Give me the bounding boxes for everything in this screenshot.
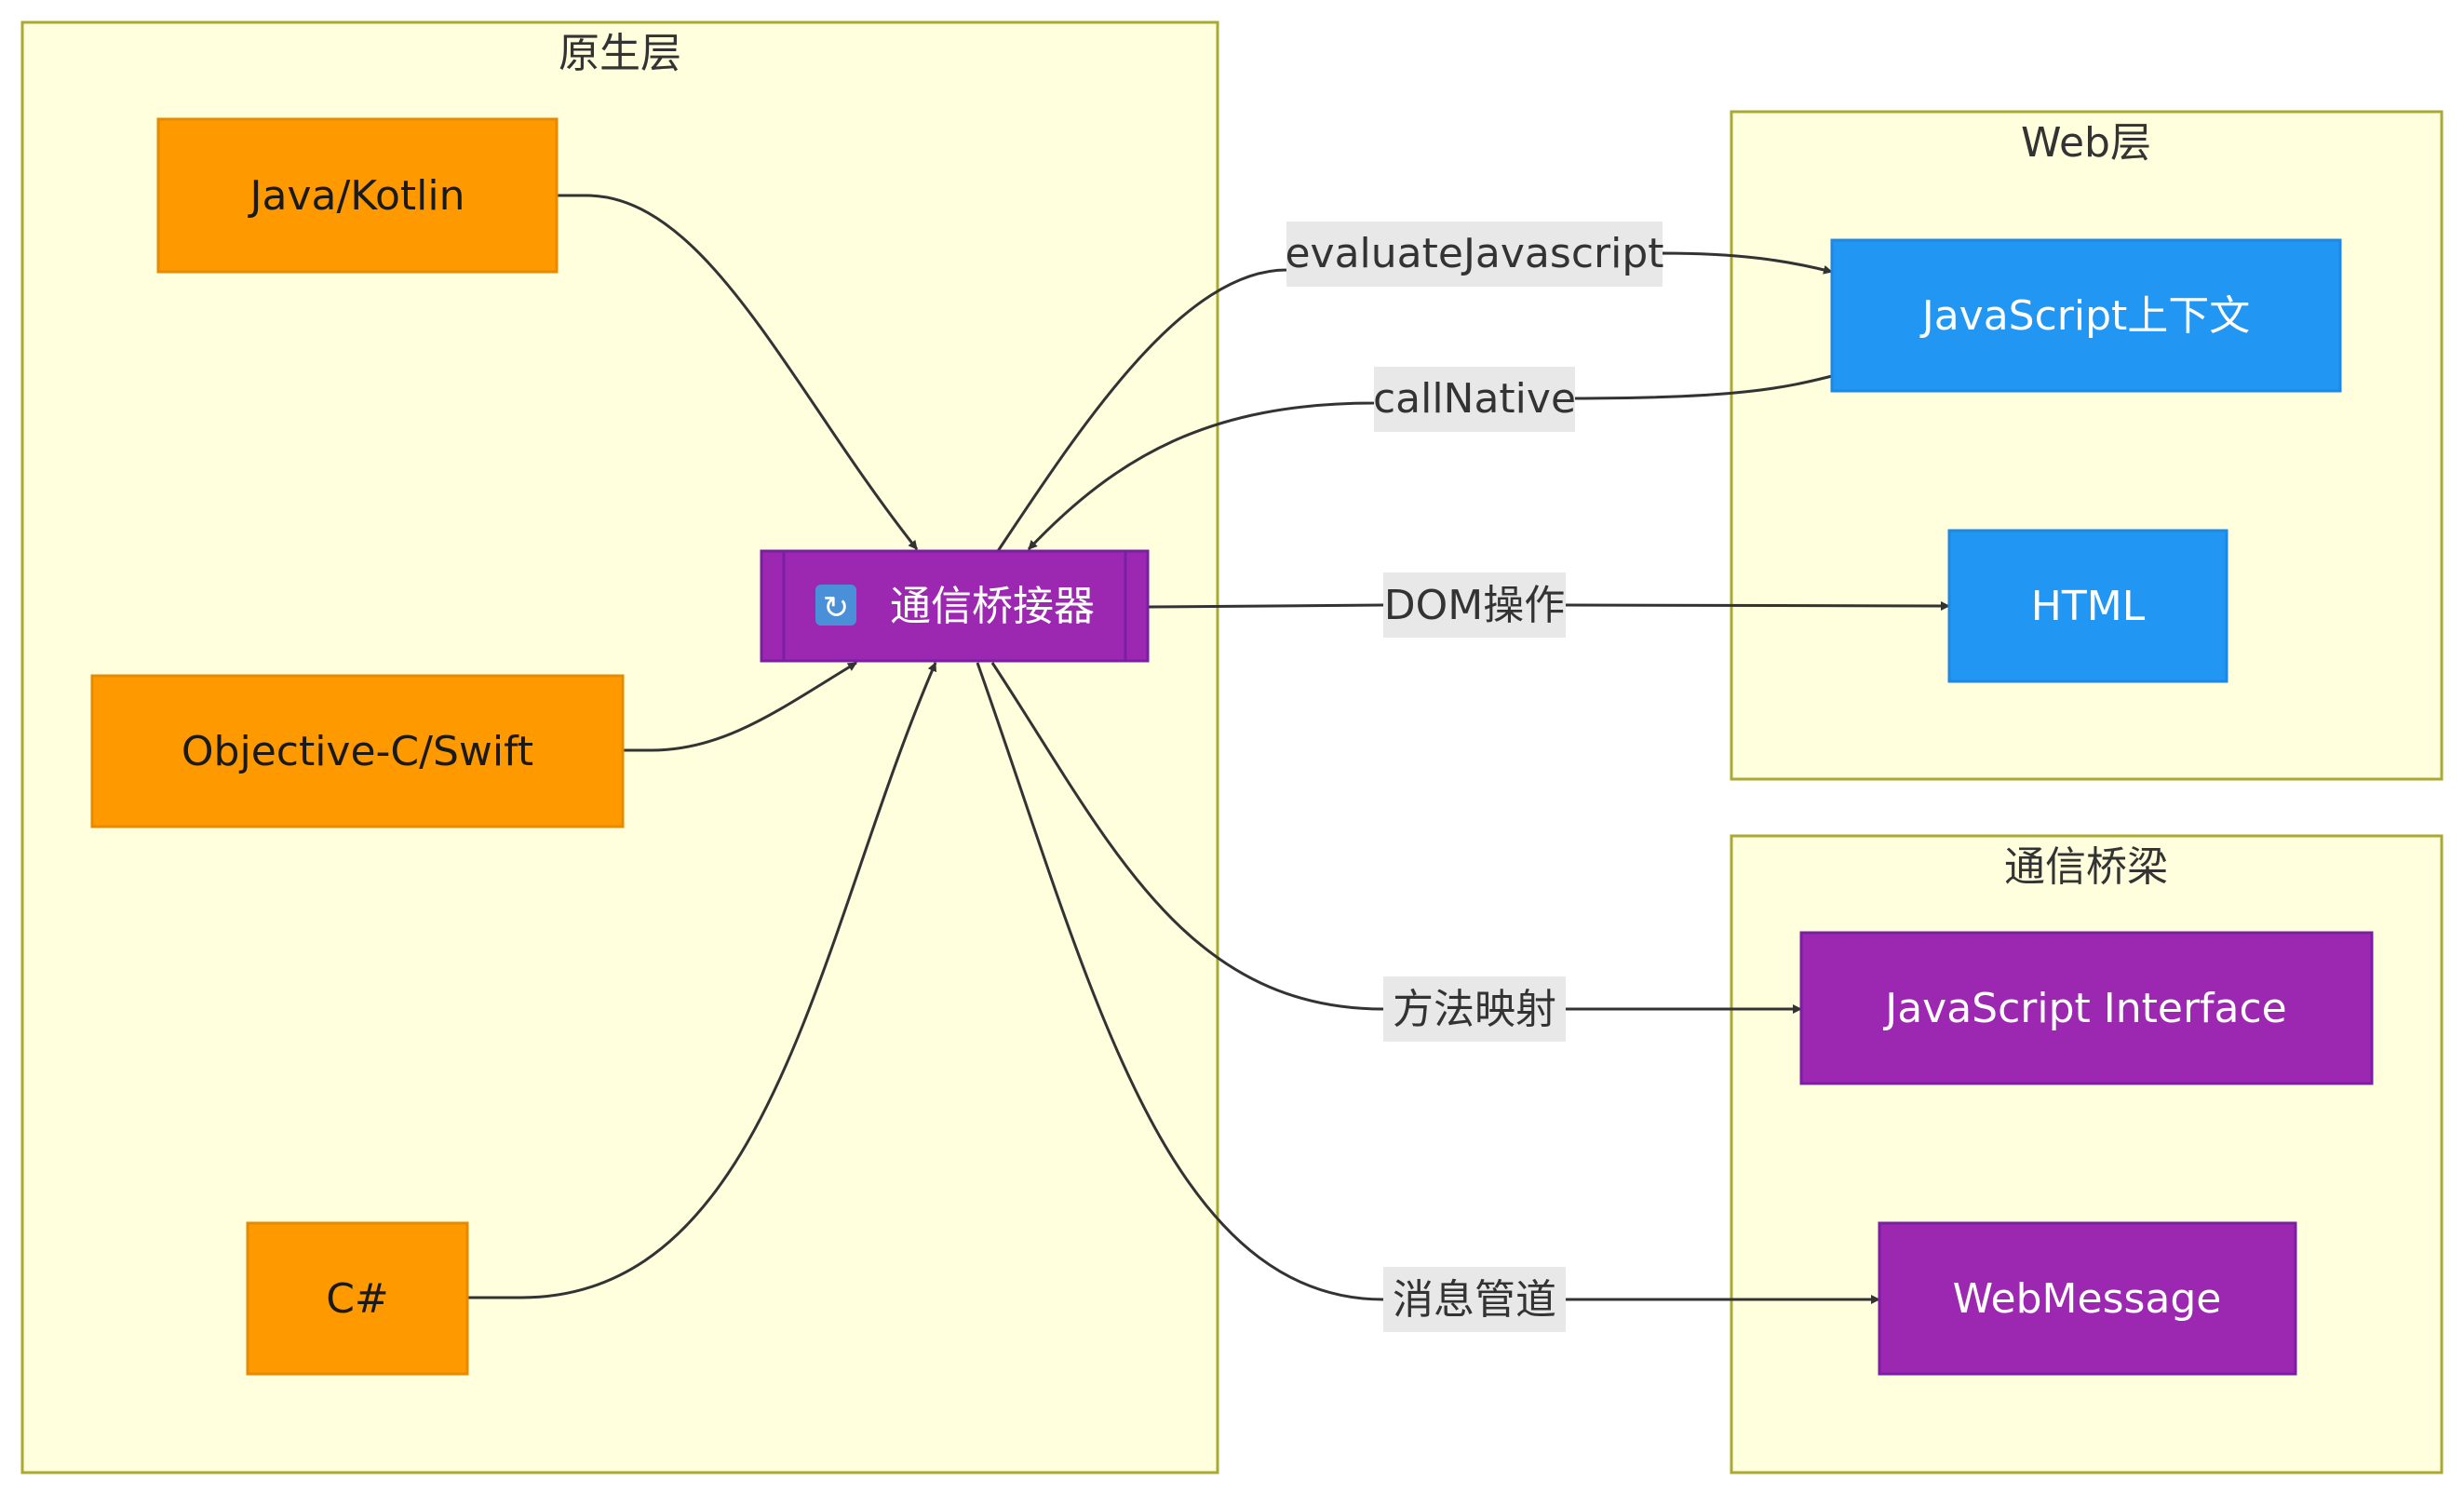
svg-text:Java/Kotlin: Java/Kotlin bbox=[248, 172, 465, 220]
svg-text:C#: C# bbox=[326, 1275, 389, 1323]
edge-mapping bbox=[990, 662, 1802, 1014]
edge-objc-to-bridger bbox=[623, 661, 857, 752]
node-bridger[interactable]: ↻ 通信桥接器 bbox=[760, 549, 1150, 663]
refresh-icon bbox=[815, 585, 856, 626]
cluster-web-title: Web层 bbox=[2021, 119, 2151, 167]
edge-channel bbox=[976, 662, 1880, 1304]
svg-text:HTML: HTML bbox=[2031, 583, 2146, 630]
cluster-native-title: 原生层 bbox=[559, 30, 681, 77]
svg-text:DOM操作: DOM操作 bbox=[1384, 582, 1565, 629]
cluster-bridge-title: 通信桥梁 bbox=[2004, 843, 2168, 891]
edge-label-channel: 消息管道 bbox=[1383, 1267, 1566, 1332]
edge-evaluate bbox=[996, 251, 1833, 552]
svg-text:Objective-C/Swift: Objective-C/Swift bbox=[182, 728, 533, 775]
svg-text:callNative: callNative bbox=[1373, 375, 1576, 423]
svg-text:JavaScript Interface: JavaScript Interface bbox=[1882, 985, 2287, 1032]
refresh-icon-glyph: ↻ bbox=[823, 589, 850, 626]
svg-text:JavaScript上下文: JavaScript上下文 bbox=[1919, 292, 2251, 340]
node-csharp[interactable]: C# bbox=[246, 1221, 469, 1376]
node-jsiface[interactable]: JavaScript Interface bbox=[1799, 931, 2374, 1085]
svg-text:WebMessage: WebMessage bbox=[1953, 1275, 2222, 1323]
svg-text:方法映射: 方法映射 bbox=[1393, 986, 1556, 1033]
node-bridger-label: 通信桥接器 bbox=[890, 583, 1095, 630]
edge-label-mapping: 方法映射 bbox=[1383, 976, 1566, 1042]
edge-csharp-to-bridger bbox=[467, 662, 937, 1299]
node-html[interactable]: HTML bbox=[1947, 529, 2228, 683]
node-webmsg[interactable]: WebMessage bbox=[1878, 1221, 2297, 1376]
edge-label-evaluate: evaluateJavascript bbox=[1285, 222, 1664, 287]
edges bbox=[467, 194, 1950, 1304]
edge-label-callnative: callNative bbox=[1373, 367, 1576, 432]
svg-text:evaluateJavascript: evaluateJavascript bbox=[1285, 230, 1663, 277]
edge-callnative bbox=[1027, 374, 1833, 551]
edge-java-to-bridger bbox=[557, 194, 919, 550]
node-jsctx[interactable]: JavaScript上下文 bbox=[1830, 238, 2342, 393]
node-objc[interactable]: Objective-C/Swift bbox=[90, 674, 625, 828]
edge-label-dom: DOM操作 bbox=[1383, 572, 1566, 638]
svg-text:消息管道: 消息管道 bbox=[1393, 1276, 1556, 1324]
node-java[interactable]: Java/Kotlin bbox=[156, 117, 559, 274]
